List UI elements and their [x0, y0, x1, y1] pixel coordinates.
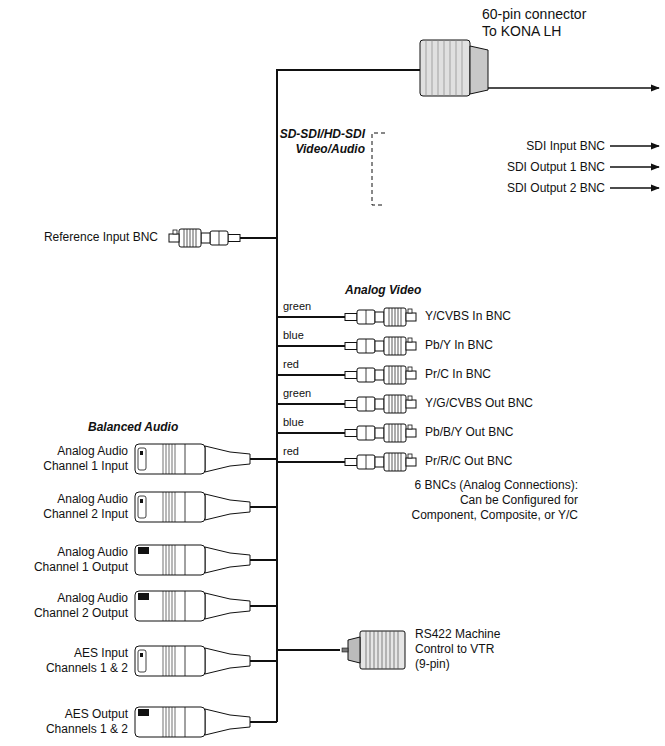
connector-label: Analog Audio Channel 1 Output	[28, 545, 128, 575]
connector-label: Analog Audio Channel 2 Output	[28, 591, 128, 621]
db9-connector	[342, 631, 405, 669]
connector-label: Pr/R/C Out BNC	[425, 454, 512, 469]
connector-label: SDI Output 1 BNC	[507, 160, 605, 175]
connector-label: AES Output Channels 1 & 2	[28, 707, 128, 737]
cable-arrow	[488, 87, 659, 89]
connector-label: AES Input Channels 1 & 2	[28, 646, 128, 676]
connector-label: Y/CVBS In BNC	[425, 309, 511, 324]
bnc-connectors	[345, 308, 416, 471]
group-heading: Analog Video	[345, 283, 421, 298]
wire-color: red	[283, 358, 299, 371]
main-cable	[277, 70, 420, 722]
bnc-connector	[169, 229, 240, 247]
connector-label: RS422 Machine Control to VTR (9-pin)	[415, 627, 505, 672]
wire-color: blue	[283, 416, 304, 429]
branch-cables	[277, 317, 347, 462]
connector-label: Pr/C In BNC	[425, 367, 491, 382]
connector-label: Y/G/CVBS Out BNC	[425, 396, 533, 411]
group-heading: SD-SDI/HD-SDI Video/Audio	[265, 127, 365, 157]
branch-cable	[238, 237, 277, 239]
note-text: 6 BNCs (Analog Connections): Can be Conf…	[398, 478, 578, 523]
db60-connector	[420, 40, 488, 96]
wire-color: green	[283, 387, 311, 400]
xlr-connectors	[135, 444, 250, 737]
connector-label: Pb/B/Y Out BNC	[425, 425, 513, 440]
branch-cables	[248, 459, 277, 722]
wire-color: green	[283, 300, 311, 313]
connector-label: SDI Input BNC	[526, 139, 605, 154]
sdi-arrows	[610, 146, 659, 188]
connector-label: SDI Output 2 BNC	[507, 181, 605, 196]
connector-label: Reference Input BNC	[44, 230, 158, 245]
connector-label: Analog Audio Channel 1 Input	[28, 444, 128, 474]
connector-label: Analog Audio Channel 2 Input	[28, 492, 128, 522]
wire-color: blue	[283, 329, 304, 342]
connector-title: 60-pin connector To KONA LH	[482, 6, 602, 40]
group-heading: Balanced Audio	[88, 420, 178, 435]
connector-label: Pb/Y In BNC	[425, 338, 493, 353]
branch-cable	[277, 649, 340, 651]
wire-color: red	[283, 445, 299, 458]
group-bracket	[372, 133, 385, 205]
